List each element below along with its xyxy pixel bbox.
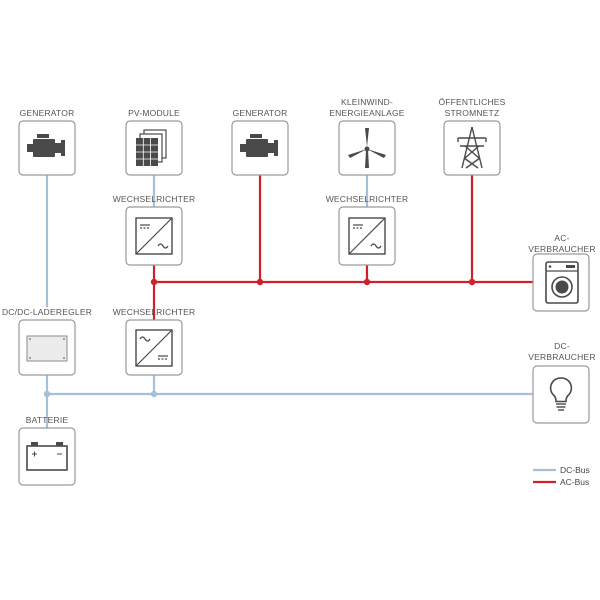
inverter-battery-box[interactable] — [125, 319, 183, 376]
label-pv-module: PV-MODULE — [128, 108, 180, 118]
dc-bus-lines — [45, 173, 533, 428]
pv-module-box[interactable] — [125, 120, 183, 176]
label-wind-2: ENERGIEANLAGE — [329, 108, 404, 118]
dc-load-box[interactable] — [532, 365, 590, 424]
wind-turbine-icon — [348, 128, 386, 168]
battery-box[interactable] — [18, 427, 76, 486]
generator-left-box[interactable] — [18, 120, 76, 176]
label-grid-2: STROMNETZ — [445, 108, 500, 118]
battery-icon — [26, 442, 68, 471]
label-inverter-wind: WECHSELRICHTER — [326, 194, 409, 204]
legend: DC-Bus AC-Bus — [533, 465, 590, 487]
light-bulb-icon — [549, 377, 573, 411]
solar-panel-icon — [136, 129, 167, 166]
dc-junctions — [43, 390, 158, 398]
power-pylon-icon — [457, 126, 487, 169]
washing-machine-icon — [545, 261, 579, 304]
label-dc-load-1: DC- — [554, 341, 570, 351]
legend-dc-label: DC-Bus — [560, 465, 590, 475]
engine-icon — [27, 134, 65, 157]
wind-turbine-box[interactable] — [338, 120, 396, 176]
grid-box[interactable] — [443, 120, 501, 176]
label-dc-load-2: VERBRAUCHER — [528, 352, 595, 362]
dcdc-box[interactable] — [18, 319, 76, 376]
inverter-pv-box[interactable] — [125, 206, 183, 266]
legend-ac-label: AC-Bus — [560, 477, 589, 487]
dc-ac-inverter-icon — [135, 217, 173, 255]
label-inverter-bat: WECHSELRICHTER — [113, 307, 196, 317]
label-battery: BATTERIE — [26, 415, 69, 425]
ac-junctions — [150, 278, 476, 286]
dc-ac-inverter-icon — [348, 217, 386, 255]
generator-mid-box[interactable] — [231, 120, 289, 176]
label-grid-1: ÖFFENTLICHES — [438, 97, 505, 107]
label-generator-mid: GENERATOR — [233, 108, 288, 118]
dc-ac-inverter-icon — [135, 329, 173, 367]
engine-icon — [240, 134, 278, 157]
inverter-wind-box[interactable] — [338, 206, 396, 266]
label-generator-left: GENERATOR — [20, 108, 75, 118]
charge-controller-icon — [26, 335, 68, 362]
label-inverter-pv: WECHSELRICHTER — [113, 194, 196, 204]
ac-load-box[interactable] — [532, 253, 590, 312]
label-dcdc: DC/DC-LADEREGLER — [2, 307, 92, 317]
label-ac-load-2: VERBRAUCHER — [528, 244, 595, 254]
label-wind-1: KLEINWIND- — [341, 97, 393, 107]
label-ac-load-1: AC- — [554, 233, 569, 243]
